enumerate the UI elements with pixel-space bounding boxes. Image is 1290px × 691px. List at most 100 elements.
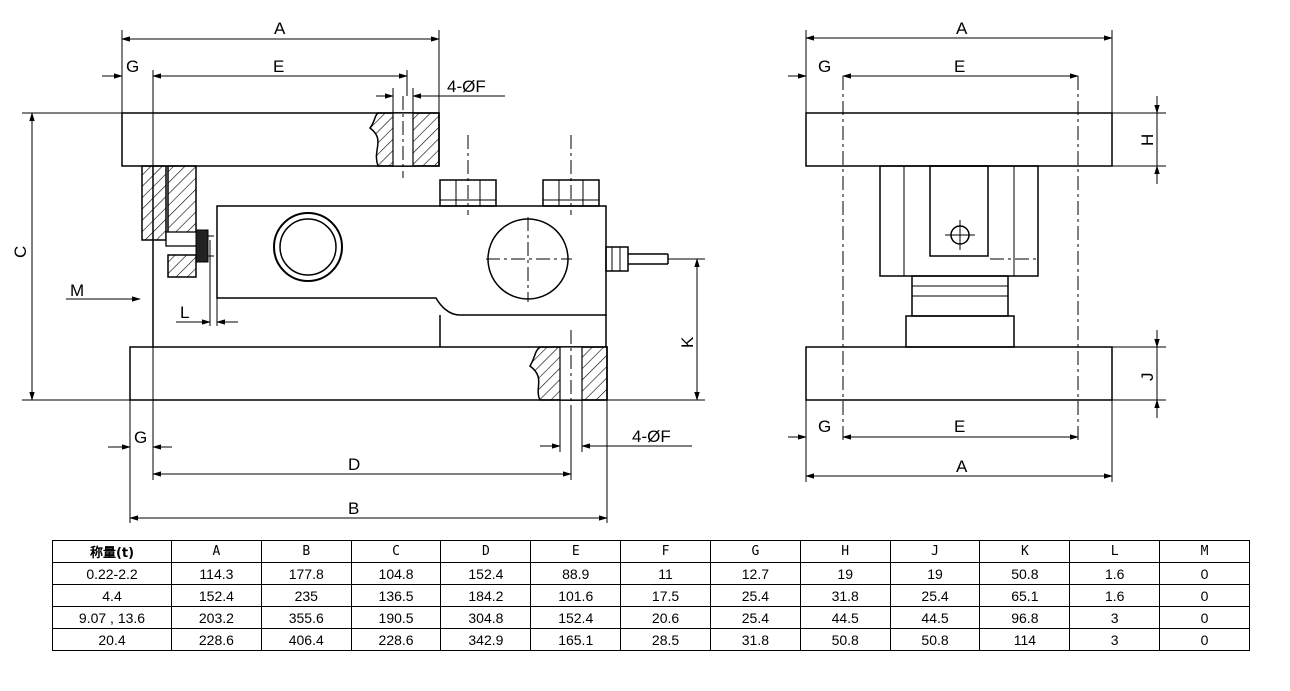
table-cell: 17.5 — [620, 584, 711, 607]
col-header: H — [799, 540, 891, 563]
dim-G-top: G — [126, 57, 139, 76]
table-cell: 25.4 — [709, 584, 801, 607]
table-row: 9.07 , 13.6 203.2 355.6 190.5 304.8 152.… — [52, 606, 1250, 629]
table-cell: 9.07 , 13.6 — [52, 606, 172, 629]
front-dim-G-bottom: G — [818, 417, 831, 436]
front-top-plate — [805, 112, 1113, 167]
dim-K: K — [678, 336, 697, 348]
table-cell: 31.8 — [709, 628, 801, 651]
table-cell: 25.4 — [889, 584, 981, 607]
dim-D: D — [348, 455, 360, 474]
table-cell: 19 — [889, 562, 981, 585]
left-bore — [273, 212, 343, 282]
table-cell: 165.1 — [530, 628, 622, 651]
spec-table: 称量(t) A B C D E F G H J K L M 0.22-2.2 1… — [52, 540, 1250, 651]
table-cell: 136.5 — [350, 584, 442, 607]
mounting-drawing: A G E 4-ØF C M L K — [11, 19, 1166, 523]
table-cell: 0.22-2.2 — [52, 562, 172, 585]
table-cell: 355.6 — [260, 606, 352, 629]
col-header: K — [979, 540, 1071, 563]
table-cell: 114.3 — [171, 562, 262, 585]
dim-E-top: E — [273, 57, 284, 76]
dim-F-bottom: 4-ØF — [632, 427, 671, 446]
front-dim-H: H — [1138, 134, 1157, 146]
table-cell: 342.9 — [440, 628, 532, 651]
front-slot — [929, 165, 989, 257]
col-header: G — [709, 540, 801, 563]
table-cell: 1.6 — [1069, 584, 1161, 607]
front-dim-A-bottom: A — [956, 457, 968, 476]
col-header: E — [530, 540, 622, 563]
dim-B: B — [348, 499, 359, 518]
col-header: A — [171, 540, 262, 563]
side-view: A G E 4-ØF C M L K — [11, 19, 705, 523]
front-dim-G-top: G — [818, 57, 831, 76]
table-cell: 96.8 — [979, 606, 1071, 629]
table-cell: 44.5 — [889, 606, 981, 629]
hanger-block-right — [167, 165, 197, 235]
table-cell: 0 — [1159, 584, 1250, 607]
table-cell: 184.2 — [440, 584, 532, 607]
table-cell: 50.8 — [889, 628, 981, 651]
table-header-row: 称量(t) A B C D E F G H J K L M — [52, 540, 1250, 563]
table-cell: 0 — [1159, 562, 1250, 585]
col-header: 称量(t) — [52, 540, 172, 563]
col-header: M — [1159, 540, 1250, 563]
table-cell: 101.6 — [530, 584, 622, 607]
hanger-block-left — [141, 165, 167, 241]
front-dim-E-top: E — [954, 57, 965, 76]
dim-G-bottom: G — [134, 428, 147, 447]
hanger-block-lower — [167, 254, 197, 278]
front-bottom-plate — [805, 346, 1113, 401]
table-cell: 3 — [1069, 606, 1161, 629]
table-cell: 152.4 — [440, 562, 532, 585]
col-header: L — [1069, 540, 1161, 563]
dim-C: C — [11, 246, 30, 258]
table-cell: 20.6 — [620, 606, 711, 629]
table-cell: 19 — [799, 562, 891, 585]
col-header: F — [620, 540, 711, 563]
col-header: B — [260, 540, 352, 563]
table-cell: 177.8 — [260, 562, 352, 585]
table-cell: 190.5 — [350, 606, 442, 629]
col-header: C — [350, 540, 442, 563]
front-view: A G E H J G E A — [788, 19, 1166, 482]
table-cell: 25.4 — [709, 606, 801, 629]
table-cell: 50.8 — [799, 628, 891, 651]
dim-L: L — [180, 303, 189, 322]
dim-M: M — [70, 281, 84, 300]
table-cell: 228.6 — [350, 628, 442, 651]
table-row: 4.4 152.4 235 136.5 184.2 101.6 17.5 25.… — [52, 584, 1250, 607]
table-row: 20.4 228.6 406.4 228.6 342.9 165.1 28.5 … — [52, 628, 1250, 651]
table-cell: 152.4 — [171, 584, 262, 607]
table-cell: 235 — [260, 584, 352, 607]
table-cell: 0 — [1159, 606, 1250, 629]
table-cell: 11 — [620, 562, 711, 585]
table-cell: 50.8 — [979, 562, 1071, 585]
dim-A-top: A — [274, 19, 286, 38]
front-dim-E-bottom: E — [954, 417, 965, 436]
table-cell: 0 — [1159, 628, 1250, 651]
table-cell: 20.4 — [52, 628, 172, 651]
table-cell: 3 — [1069, 628, 1161, 651]
table-cell: 104.8 — [350, 562, 442, 585]
col-header: D — [440, 540, 532, 563]
load-cell-body — [216, 205, 607, 316]
col-header: J — [889, 540, 981, 563]
table-cell: 114 — [979, 628, 1071, 651]
table-cell: 228.6 — [171, 628, 262, 651]
table-cell: 88.9 — [530, 562, 622, 585]
table-cell: 12.7 — [709, 562, 801, 585]
table-cell: 65.1 — [979, 584, 1071, 607]
bolt-head — [195, 229, 209, 263]
table-cell: 203.2 — [171, 606, 262, 629]
front-dim-A-top: A — [956, 19, 968, 38]
table-cell: 406.4 — [260, 628, 352, 651]
table-cell: 304.8 — [440, 606, 532, 629]
table-cell: 152.4 — [530, 606, 622, 629]
dim-F-top: 4-ØF — [447, 77, 486, 96]
table-cell: 1.6 — [1069, 562, 1161, 585]
cable-gland — [605, 246, 629, 272]
front-dim-J: J — [1138, 373, 1157, 382]
table-cell: 44.5 — [799, 606, 891, 629]
